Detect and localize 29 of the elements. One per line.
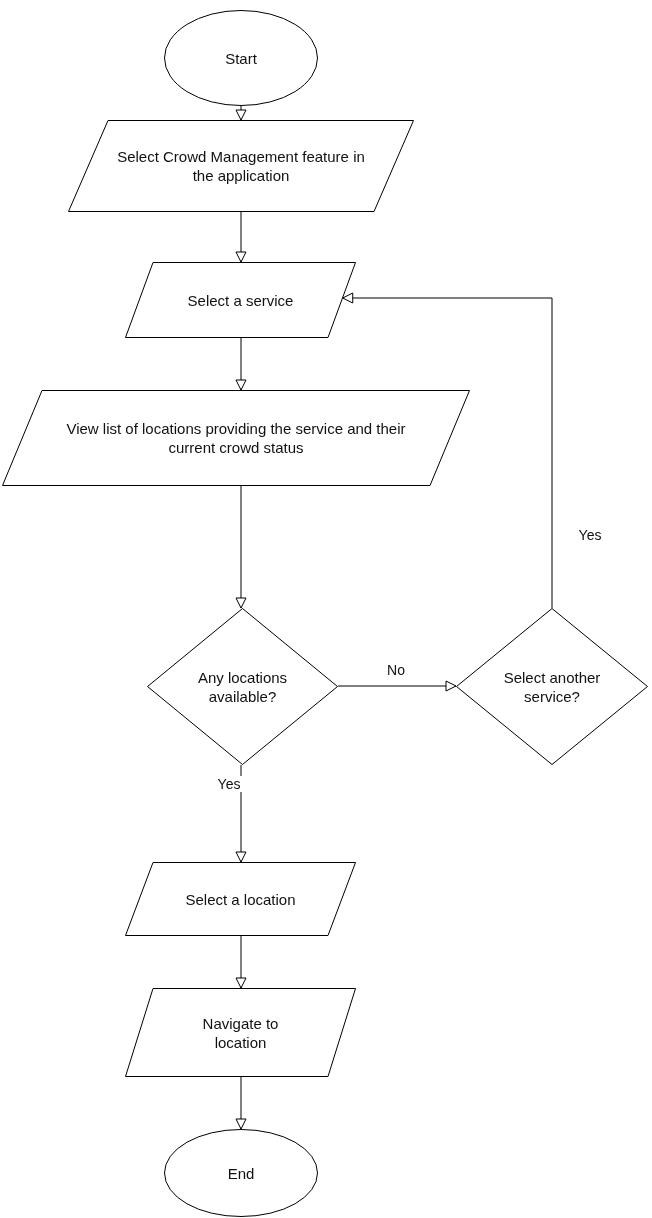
input-output-parallelogram bbox=[125, 862, 356, 936]
decision-diamond bbox=[147, 608, 338, 765]
step-text: Start bbox=[225, 48, 257, 68]
arrow bbox=[235, 485, 247, 609]
input-output-parallelogram bbox=[68, 120, 414, 212]
input-output-parallelogram bbox=[2, 390, 470, 486]
edge-label: Yes bbox=[215, 776, 243, 792]
arrow bbox=[235, 211, 247, 263]
arrow bbox=[235, 935, 247, 989]
input-output-parallelogram bbox=[125, 988, 356, 1077]
edge-label: No bbox=[385, 662, 407, 678]
decision-diamond bbox=[456, 608, 648, 765]
step-text: Select Crowd Management feature in the application bbox=[116, 147, 366, 185]
arrow bbox=[337, 680, 457, 692]
step-text: Select a service bbox=[187, 290, 294, 310]
arrow bbox=[235, 1076, 247, 1130]
step-text: Navigate to location bbox=[201, 1013, 280, 1052]
arrow bbox=[342, 292, 553, 609]
arrow bbox=[235, 105, 247, 121]
arrow bbox=[235, 337, 247, 391]
input-output-parallelogram bbox=[125, 262, 356, 338]
step-text: Select another service? bbox=[502, 667, 602, 706]
terminal-ellipse bbox=[164, 1129, 318, 1217]
terminal-ellipse bbox=[164, 10, 318, 106]
edge-label: Yes bbox=[576, 527, 604, 543]
step-text: Any locations available? bbox=[196, 667, 289, 706]
step-text: End bbox=[227, 1163, 255, 1183]
step-text: Select a location bbox=[185, 889, 296, 909]
step-text: View list of locations providing the service and their current crowd status bbox=[65, 419, 407, 457]
